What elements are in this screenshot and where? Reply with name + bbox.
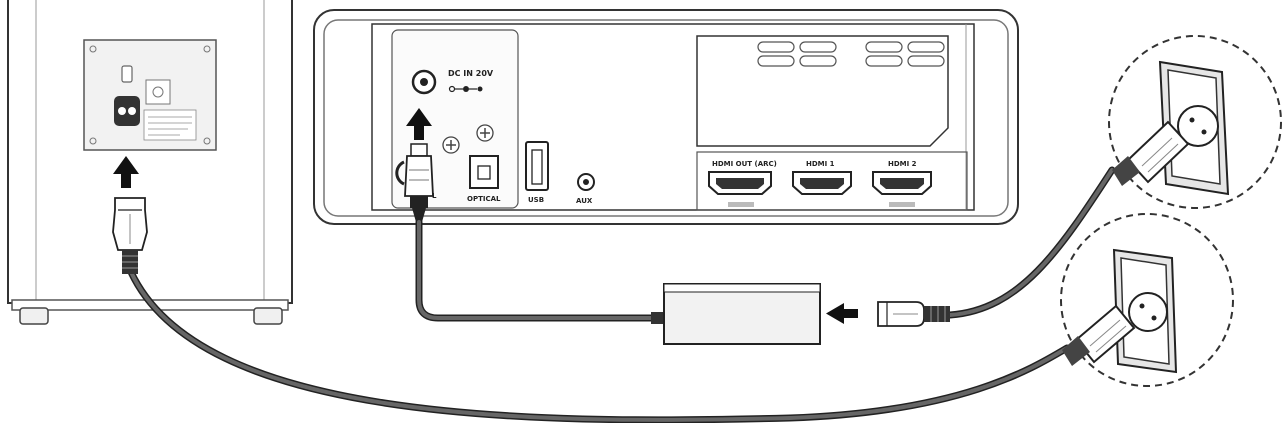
coaxial-port [395,160,405,186]
screw-icon [442,136,460,154]
hdmi-2-port [872,171,932,207]
pairing-button [121,65,133,83]
usb-label: USB [528,196,544,204]
hdmi-2-label: HDMI 2 [888,160,917,168]
dc-in-label: DC IN 20V [448,69,494,78]
hdmi-1-label: HDMI 1 [806,160,835,168]
polarity-icon [448,85,483,93]
soundbar: DC IN 20V L [313,9,1019,225]
schuko-plug-icon [1062,304,1136,366]
hdmi-out-port [708,171,772,207]
subwoofer-ac-inlet [114,96,140,126]
dc-cable [415,218,660,322]
adapter-ac-plug [877,301,950,327]
subwoofer-foot-left [19,307,49,325]
coaxial-label: L [432,192,437,200]
subwoofer-ac-plug [112,197,148,274]
subwoofer [7,0,293,325]
subwoofer-foot-right [253,307,283,325]
arrow-up-icon [406,108,432,140]
wall-outlet-lower [1060,213,1234,387]
hdmi-out-label: HDMI OUT (ARC) [712,160,777,168]
hdmi-1-port [792,171,852,195]
dc-in-jack [411,69,437,95]
optical-port [469,155,499,189]
aux-port [577,173,595,191]
arrow-left-icon [826,303,858,324]
wall-outlet-upper [1108,35,1282,209]
subwoofer-rear-panel [83,39,217,151]
optical-label: OPTICAL [467,195,501,203]
schuko-plug-icon [1112,120,1190,186]
power-adapter [651,283,821,345]
usb-port [525,141,549,191]
vent-panel [696,35,949,147]
warning-label [143,109,197,141]
dc-plug [404,143,434,222]
screw-icon [476,124,494,142]
arrow-up-icon [113,156,139,188]
cables [127,166,1116,423]
aux-label: AUX [576,197,593,205]
